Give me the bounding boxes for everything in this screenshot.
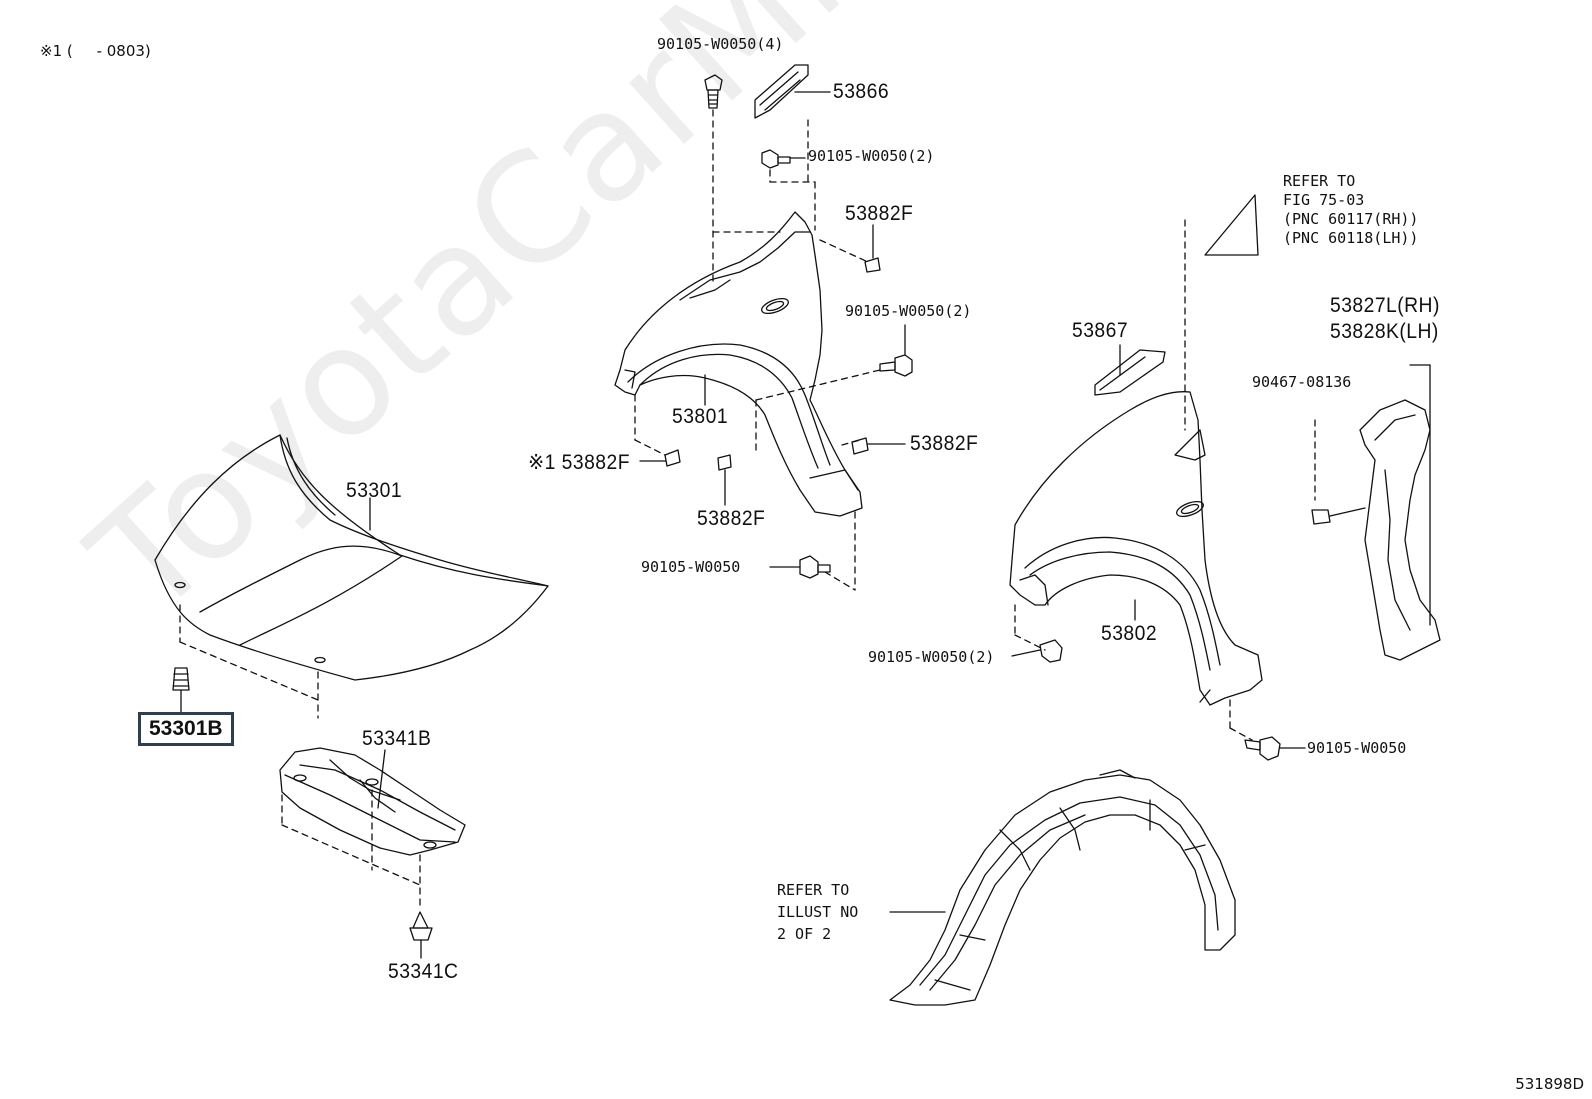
refer-illust-line2[interactable]: ILLUST NO (777, 903, 859, 921)
label-53827L[interactable]: 53827L(RH) (1330, 294, 1440, 317)
fender-53802-guides (1014, 219, 1316, 741)
label-53882F-top[interactable]: 53882F (845, 202, 914, 225)
label-90105-W0050-2-top[interactable]: 90105-W0050(2) (808, 147, 935, 165)
label-90105-W0050-left[interactable]: 90105-W0050 (641, 558, 741, 576)
label-53882F-note[interactable]: ※1 53882F (528, 451, 630, 474)
label-53301B-highlighted[interactable]: 53301B (138, 712, 234, 746)
clip-53882F-right[interactable] (851, 437, 869, 455)
clip-53882F-top[interactable] (864, 257, 881, 273)
bolt-90105-W0050-right[interactable] (1244, 736, 1281, 761)
footnote: ※1 ( ‐ 0803) (40, 42, 151, 60)
refer-illust-line1: REFER TO (777, 881, 850, 899)
label-90105-W0050-2-low[interactable]: 90105-W0050(2) (868, 648, 995, 666)
label-53882F-right[interactable]: 53882F (910, 432, 979, 455)
cover-53341B[interactable] (279, 747, 466, 856)
pillar-trim-refer[interactable] (1204, 194, 1259, 256)
leader-53341B (377, 749, 386, 809)
fender-53802[interactable] (1009, 391, 1263, 706)
hood-cushion-53301B[interactable] (172, 667, 190, 713)
label-53882F-bottom[interactable]: 53882F (697, 507, 766, 530)
hood-53301[interactable] (154, 434, 549, 681)
label-90105-W0050-4[interactable]: 90105-W0050(4) (657, 35, 784, 53)
bolt-90105-W0050-2-top[interactable] (761, 149, 791, 169)
bolt-90105-W0050-4[interactable] (704, 74, 723, 109)
bolt-90105-W0050-2-low[interactable] (1039, 639, 1063, 663)
label-53828K[interactable]: 53828K(LH) (1330, 320, 1439, 343)
refer-illust-line3: 2 OF 2 (777, 925, 832, 943)
label-53341C[interactable]: 53341C (388, 960, 459, 983)
label-53341B[interactable]: 53341B (362, 727, 432, 750)
label-90105-W0050-2-mid[interactable]: 90105-W0050(2) (845, 302, 972, 320)
label-90467-08136[interactable]: 90467-08136 (1252, 373, 1352, 391)
clip-53341C[interactable] (409, 911, 433, 959)
label-53801[interactable]: 53801 (672, 405, 729, 428)
fender-53801[interactable] (614, 211, 863, 517)
label-53867[interactable]: 53867 (1072, 319, 1129, 342)
clip-53882F-note[interactable] (664, 449, 681, 467)
refer-fig-line2[interactable]: FIG 75-03 (1283, 191, 1365, 209)
label-53866[interactable]: 53866 (833, 80, 890, 103)
fender-53801-guides (634, 109, 881, 591)
refer-fig-line4: (PNC 60118(LH)) (1283, 229, 1419, 247)
refer-fig-line3: (PNC 60117(RH)) (1283, 210, 1419, 228)
seal-53827L-53828K[interactable] (1311, 399, 1441, 661)
diagram-code: 531898D (1515, 1075, 1584, 1093)
fender-liner-refer[interactable] (889, 769, 1236, 1006)
seal-53867[interactable] (1094, 349, 1166, 396)
label-53802[interactable]: 53802 (1101, 622, 1158, 645)
refer-fig-line1: REFER TO (1283, 172, 1356, 190)
bolt-90105-W0050-left[interactable] (799, 555, 831, 579)
bolt-90105-W0050-2-mid[interactable] (879, 354, 913, 377)
cover-guides (281, 789, 421, 906)
hood-guides (179, 604, 319, 719)
label-90105-W0050-right[interactable]: 90105-W0050 (1307, 739, 1407, 757)
clip-53882F-bottom[interactable] (717, 454, 732, 471)
leader-90105-2-low (1011, 649, 1041, 657)
label-53301[interactable]: 53301 (346, 479, 403, 502)
seal-53866[interactable] (754, 64, 809, 119)
